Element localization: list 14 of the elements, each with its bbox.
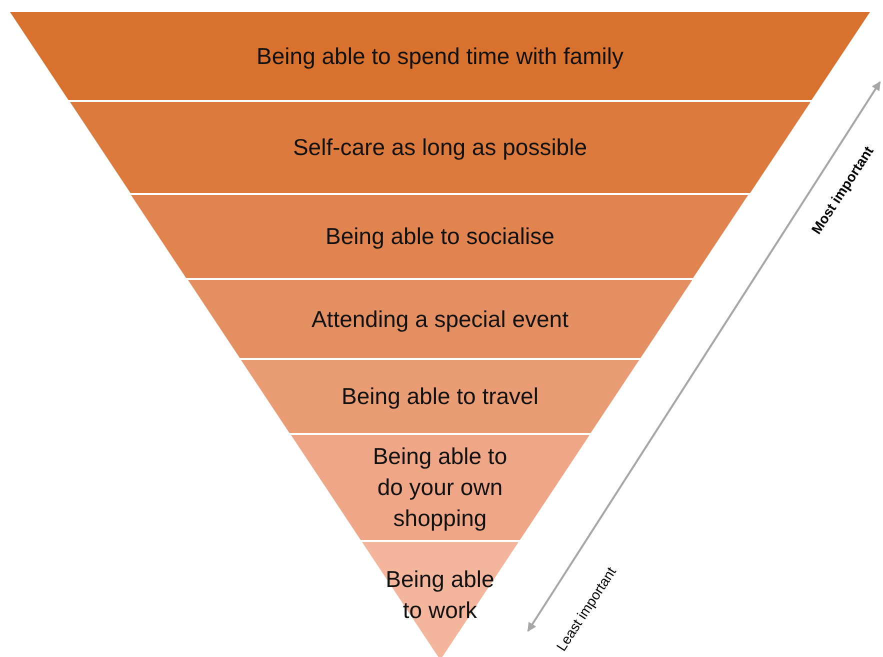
pyramid-band [131, 195, 749, 278]
band-label: Self-care as long as possible [292, 133, 588, 162]
band-label: Attending a special event [310, 304, 570, 334]
band-label: Being able to work [384, 565, 496, 625]
pyramid-band [70, 102, 810, 193]
band-label: Being able to travel [340, 382, 540, 411]
pyramid-band [188, 280, 692, 358]
band-label: Being able to do your own shopping [372, 442, 508, 533]
pyramid-band [10, 12, 870, 100]
pyramid-band [362, 542, 518, 657]
pyramid-band [240, 360, 640, 433]
pyramid-band [290, 435, 590, 540]
band-label: Being able to socialise [324, 222, 556, 251]
band-label: Being able to spend time with family [256, 42, 624, 71]
